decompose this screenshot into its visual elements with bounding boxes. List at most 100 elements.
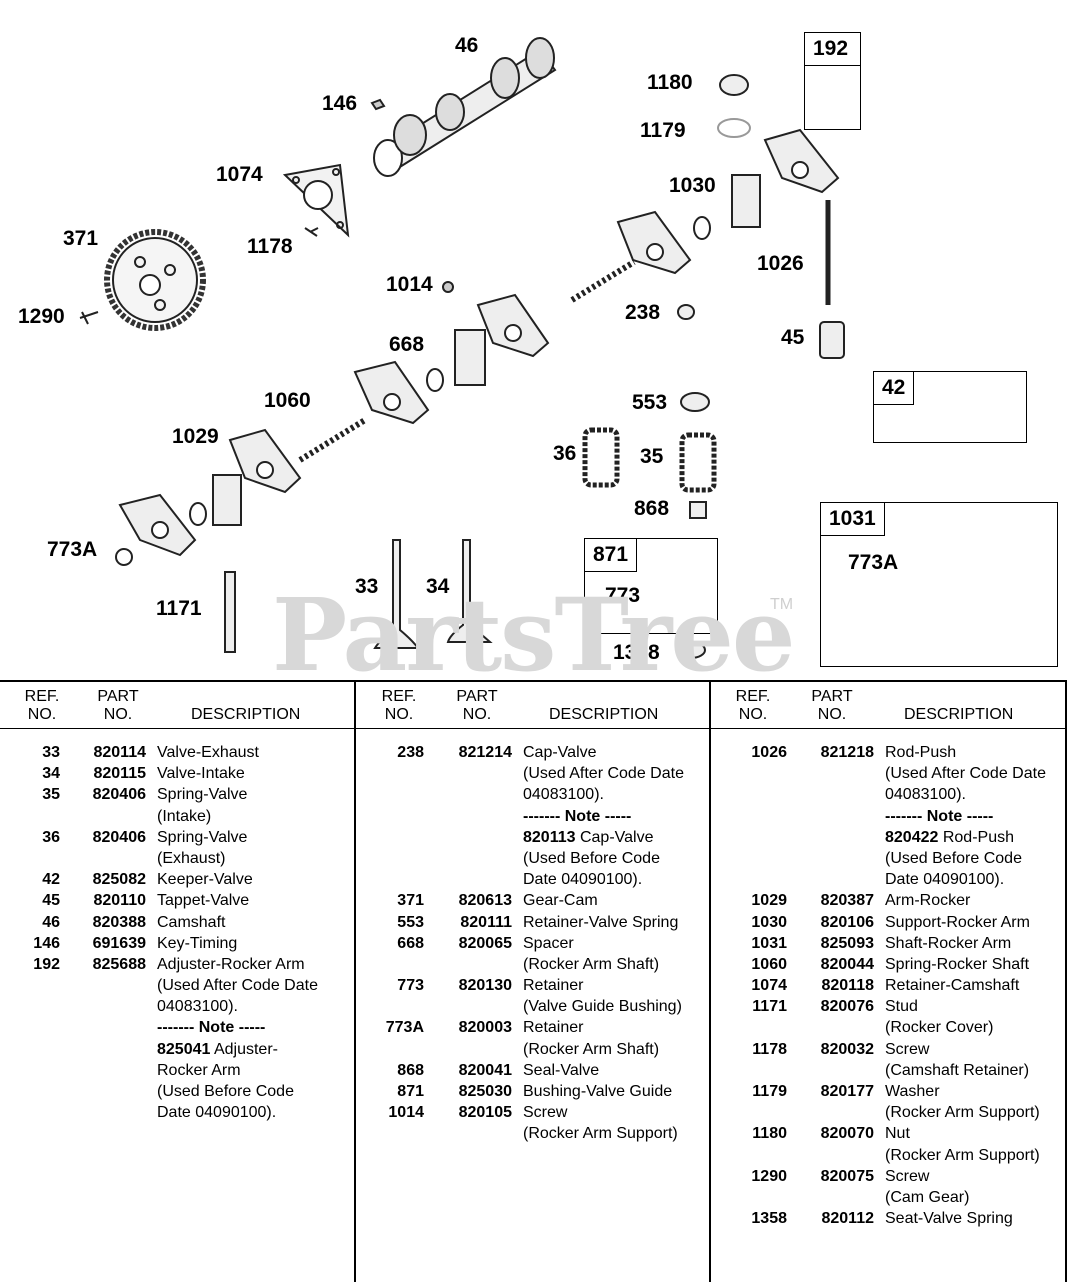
description-cell: Date 04090100). (523, 871, 643, 889)
table-row: ------- Note ----- (711, 806, 1067, 827)
table-row: 04083100). (356, 784, 711, 805)
table-row: Rocker Arm (0, 1060, 354, 1081)
table-row: (Rocker Arm Shaft) (356, 1039, 711, 1060)
callout-146: 146 (322, 92, 358, 115)
ref-no-cell: 1178 (752, 1040, 787, 1058)
description-cell: Washer (885, 1083, 940, 1100)
part-no-cell: 820044 (820, 955, 874, 973)
callout-1178: 1178 (247, 235, 293, 258)
ref-no-cell: 238 (397, 744, 424, 761)
callout-1030: 1030 (669, 174, 716, 197)
retainer-773a-left-drawing (115, 548, 133, 566)
ref-no-cell: 1179 (752, 1083, 787, 1100)
ref-no-cell: 871 (397, 1083, 424, 1100)
part-no-cell: 820110 (93, 892, 146, 910)
table-row: (Used Before Code (711, 848, 1067, 869)
table-row: (Exhaust) (0, 848, 354, 869)
nut-drawing (719, 74, 749, 96)
valve-springs-drawing (582, 427, 717, 493)
ref-no-cell: 553 (397, 913, 424, 931)
callout-1171: 1171 (156, 597, 202, 620)
description-cell: Retainer-Camshaft (885, 977, 1020, 995)
table-row: (Cam Gear) (711, 1187, 1067, 1208)
description-cell: (Rocker Arm Shaft) (523, 955, 660, 973)
callout-668: 668 (389, 333, 425, 356)
table-row: ------- Note ----- (356, 806, 711, 827)
description-cell: (Valve Guide Bushing) (523, 998, 682, 1016)
description-cell: Rocker Arm (157, 1061, 241, 1079)
ref-no-cell: 192 (33, 955, 60, 973)
part-no-cell: 820065 (458, 934, 512, 952)
description-cell: (Used After Code Date (885, 765, 1046, 783)
ref-no-cell: 1029 (751, 892, 787, 910)
spring-retainer-drawing (680, 392, 710, 412)
box-871: 871 (584, 538, 718, 634)
part-no-cell: 820076 (820, 998, 874, 1016)
ref-no-cell: 1060 (751, 955, 787, 973)
part-no-cell: 825082 (92, 871, 146, 889)
screw-1014-drawing (442, 281, 454, 293)
description-cell: Support-Rocker Arm (885, 913, 1030, 931)
callout-1074: 1074 (216, 163, 263, 186)
description-cell: Keeper-Valve (157, 871, 253, 889)
part-no-cell: 820130 (458, 977, 512, 995)
part-no-cell: 820387 (820, 892, 874, 910)
description-cell: (Rocker Cover) (885, 1019, 994, 1037)
callout-371: 371 (63, 227, 99, 250)
tappet-drawing (819, 321, 845, 359)
description-cell: Nut (885, 1125, 910, 1143)
part-no-cell: 820106 (820, 913, 874, 931)
description-cell: Spacer (523, 934, 574, 952)
ref-no-cell: 1031 (751, 934, 787, 952)
callout-36: 36 (553, 442, 577, 465)
stud-drawing (224, 571, 236, 653)
part-no-cell: 821218 (820, 744, 874, 761)
part-no-cell: 691639 (92, 934, 146, 952)
ref-no-cell: 1074 (751, 977, 787, 995)
table-row: (Used Before Code (0, 1081, 354, 1102)
watermark: PartsTree (272, 576, 796, 694)
callout-553: 553 (632, 391, 668, 414)
description-cell: Tappet-Valve (157, 892, 250, 910)
part-no-cell: 820406 (92, 828, 146, 846)
description-header: DESCRIPTION (191, 706, 301, 723)
description-cell: Valve-Intake (157, 765, 245, 783)
callout-46: 46 (455, 34, 479, 57)
valve-seal-drawing (689, 501, 707, 519)
part-no-cell: 820613 (458, 892, 512, 910)
table-row: 04083100). (0, 996, 354, 1017)
table-row: (Used After Code Date (356, 763, 711, 784)
box-871-label: 871 (585, 539, 638, 572)
callout-35: 35 (640, 445, 664, 468)
table-row: (Intake) (0, 806, 354, 827)
screw-1178-drawing (304, 227, 319, 237)
callout-773: 773 (605, 584, 641, 607)
table-row: (Used After Code Date (711, 763, 1067, 784)
description-cell: Valve-Exhaust (157, 744, 259, 761)
description-cell: Screw (885, 1040, 930, 1058)
part-no-cell: 820115 (93, 765, 146, 783)
description-cell: (Used After Code Date (523, 765, 684, 783)
table-row: 820422 Rod-Push (711, 827, 1067, 848)
box-192-label: 192 (805, 33, 860, 66)
alt-part-no: 820113 (523, 828, 576, 846)
ref-no-cell: 45 (42, 892, 60, 910)
part-no-cell: 820388 (92, 913, 146, 931)
part-no-cell: 820070 (820, 1125, 874, 1143)
description-cell: Cap-Valve (523, 744, 597, 761)
table-row: (Rocker Arm Support) (711, 1102, 1067, 1123)
description-cell: (Used Before Code (523, 849, 660, 867)
